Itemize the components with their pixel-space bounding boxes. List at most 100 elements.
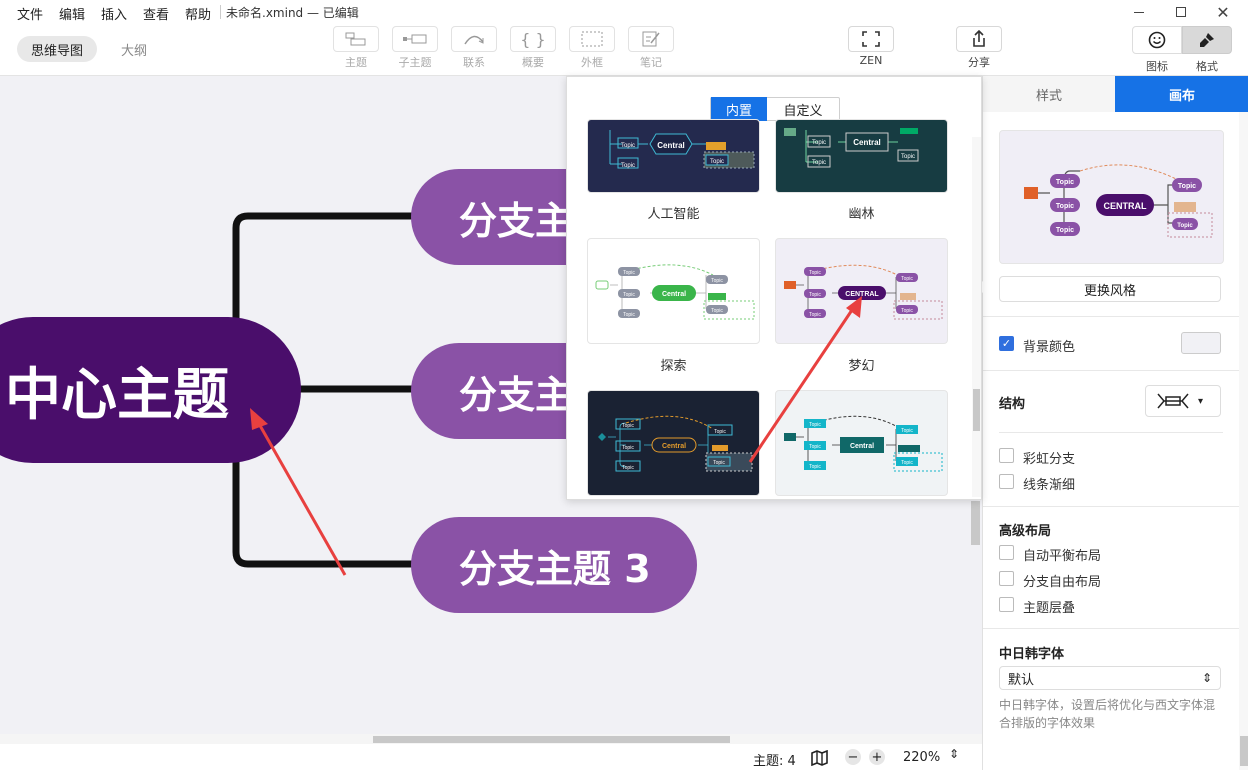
- rainbow-branch-checkbox[interactable]: [999, 448, 1014, 463]
- thumb-central-text: Central: [662, 291, 686, 298]
- zoom-level[interactable]: 220%: [903, 750, 941, 765]
- panel-scroll-track: [1239, 112, 1248, 770]
- icon-panel-label: 图标: [1146, 60, 1168, 73]
- thumb-topic-text: Topic: [809, 464, 821, 470]
- zoom-out-button[interactable]: −: [845, 749, 861, 765]
- minimize-icon: [1134, 11, 1144, 13]
- fullscreen-icon: [848, 26, 894, 52]
- tab-style[interactable]: 样式: [983, 76, 1115, 112]
- canvas-vscroll-track: [969, 496, 982, 744]
- note-label: 笔记: [640, 56, 662, 69]
- thumb-topic-text: Topic: [623, 292, 635, 298]
- format-panel-button[interactable]: [1182, 26, 1232, 54]
- menu-file[interactable]: 文件: [17, 8, 44, 23]
- relationship-button[interactable]: 联系: [449, 26, 499, 72]
- theme-thumbnail: Topic Topic Central Topic: [609, 130, 755, 169]
- structure-select[interactable]: ▾: [1145, 385, 1221, 417]
- summary-icon: { }: [510, 26, 556, 52]
- close-button[interactable]: ✕: [1208, 2, 1238, 22]
- branch-free-label: 分支自由布局: [1023, 575, 1102, 590]
- theme-card-teal[interactable]: Topic Topic Topic Central Topic Topic: [775, 390, 948, 496]
- relationship-label: 联系: [463, 56, 485, 69]
- close-icon: ✕: [1216, 2, 1230, 22]
- zoom-stepper-icon[interactable]: ⇕: [949, 747, 960, 761]
- stepper-icon: ⇕: [1201, 671, 1212, 685]
- share-label: 分享: [968, 56, 990, 69]
- zen-button[interactable]: ZEN: [846, 26, 896, 72]
- central-topic-text: 中心主题: [5, 362, 229, 428]
- popup-scroll-thumb[interactable]: [973, 389, 980, 431]
- thumb-central-text: Central: [850, 443, 874, 450]
- boundary-button[interactable]: 外框: [567, 26, 617, 72]
- theme-card-explore[interactable]: Topic Topic Topic Central Topic Topic: [587, 238, 760, 344]
- menu-help[interactable]: 帮助: [185, 8, 212, 23]
- maximize-button[interactable]: [1166, 2, 1196, 22]
- line-taper-checkbox[interactable]: [999, 474, 1014, 489]
- tab-canvas[interactable]: 画布: [1115, 76, 1248, 112]
- change-style-button[interactable]: 更换风格: [999, 276, 1221, 302]
- zoom-in-button[interactable]: +: [869, 749, 885, 765]
- summary-button[interactable]: { } 概要: [508, 26, 558, 72]
- theme-card-dream[interactable]: Topic Topic Topic CENTRAL Topic Topic: [775, 238, 948, 344]
- menu-edit[interactable]: 编辑: [59, 8, 86, 23]
- rainbow-branch-label: 彩虹分支: [1023, 452, 1076, 467]
- thumb-topic-text: Topic: [623, 270, 635, 276]
- minimize-button[interactable]: [1124, 2, 1154, 22]
- tab-outline[interactable]: 大纲: [121, 43, 148, 59]
- structure-label: 结构: [999, 397, 1026, 412]
- branch-topic-3[interactable]: 分支主题 3: [411, 517, 697, 613]
- advanced-layout-label: 高级布局: [999, 524, 1052, 539]
- note-icon: [628, 26, 674, 52]
- thumb-topic-text: Topic: [812, 160, 826, 166]
- share-icon: [956, 26, 1002, 52]
- thumb-topic-text: Topic: [622, 423, 634, 429]
- document-title: 未命名.xmind — 已编辑: [226, 6, 359, 20]
- tab-custom-themes[interactable]: 自定义: [783, 103, 823, 119]
- style-preview[interactable]: Topic Topic Topic CENTRAL Topic Topic: [999, 130, 1224, 264]
- hscroll-thumb[interactable]: [373, 736, 730, 743]
- thumb-topic-text: Topic: [621, 163, 635, 169]
- tab-mindmap[interactable]: 思维导图: [17, 36, 98, 62]
- theme-thumbnail: Topic Topic Topic Central Topic Topic: [595, 264, 755, 320]
- theme-card-forest[interactable]: Topic Topic Central Topic: [775, 119, 948, 193]
- divider: [983, 506, 1248, 507]
- map-icon[interactable]: [811, 750, 829, 766]
- preview-topic-text: Topic: [1056, 227, 1074, 234]
- panel-scroll-thumb[interactable]: [1240, 736, 1248, 766]
- branch-free-checkbox[interactable]: [999, 571, 1014, 586]
- note-button[interactable]: 笔记: [626, 26, 676, 72]
- divider: [983, 370, 1248, 371]
- topic-button[interactable]: 主题: [331, 26, 381, 72]
- central-topic[interactable]: 中心主题: [0, 317, 301, 463]
- theme-name: 幽林: [848, 207, 875, 222]
- bg-color-swatch[interactable]: [1181, 332, 1221, 354]
- menu-view[interactable]: 查看: [143, 8, 170, 23]
- theme-thumbnail: Topic Topic Topic Central Topic Topic: [598, 415, 753, 472]
- canvas-vscroll-thumb[interactable]: [971, 501, 980, 545]
- thumb-topic-text: Topic: [809, 270, 821, 276]
- preview-topic-text: Topic: [1056, 179, 1074, 186]
- preview-topic-text: Topic: [1178, 183, 1196, 190]
- theme-name: 梦幻: [848, 359, 875, 374]
- topic-overlap-checkbox[interactable]: [999, 597, 1014, 612]
- thumb-topic-text: Topic: [621, 143, 635, 149]
- cjk-font-select[interactable]: 默认 ⇕: [999, 666, 1221, 690]
- thumb-topic-text: Topic: [809, 444, 821, 450]
- tab-builtin-themes[interactable]: 内置: [711, 97, 767, 121]
- subtopic-button[interactable]: 子主题: [390, 26, 440, 72]
- theme-card-ai[interactable]: Topic Topic Central Topic: [587, 119, 760, 193]
- thumb-topic-text: Topic: [714, 429, 726, 435]
- bg-color-checkbox[interactable]: ✓: [999, 336, 1014, 351]
- menu-bar: 文件 编辑 插入 查看 帮助 未命名.xmind — 已编辑 ✕: [0, 0, 1248, 24]
- theme-card-dark[interactable]: Topic Topic Topic Central Topic Topic: [587, 390, 760, 496]
- preview-topic-text: Topic: [1177, 223, 1193, 229]
- auto-balance-checkbox[interactable]: [999, 545, 1014, 560]
- menu-insert[interactable]: 插入: [101, 8, 128, 23]
- thumb-topic-text: Topic: [901, 428, 913, 434]
- thumb-topic-text: Topic: [809, 312, 821, 318]
- topic-overlap-label: 主题层叠: [1023, 601, 1076, 616]
- boundary-label: 外框: [581, 56, 603, 69]
- icon-panel-button[interactable]: [1132, 26, 1182, 54]
- share-button[interactable]: 分享: [954, 26, 1004, 72]
- divider: [983, 628, 1248, 629]
